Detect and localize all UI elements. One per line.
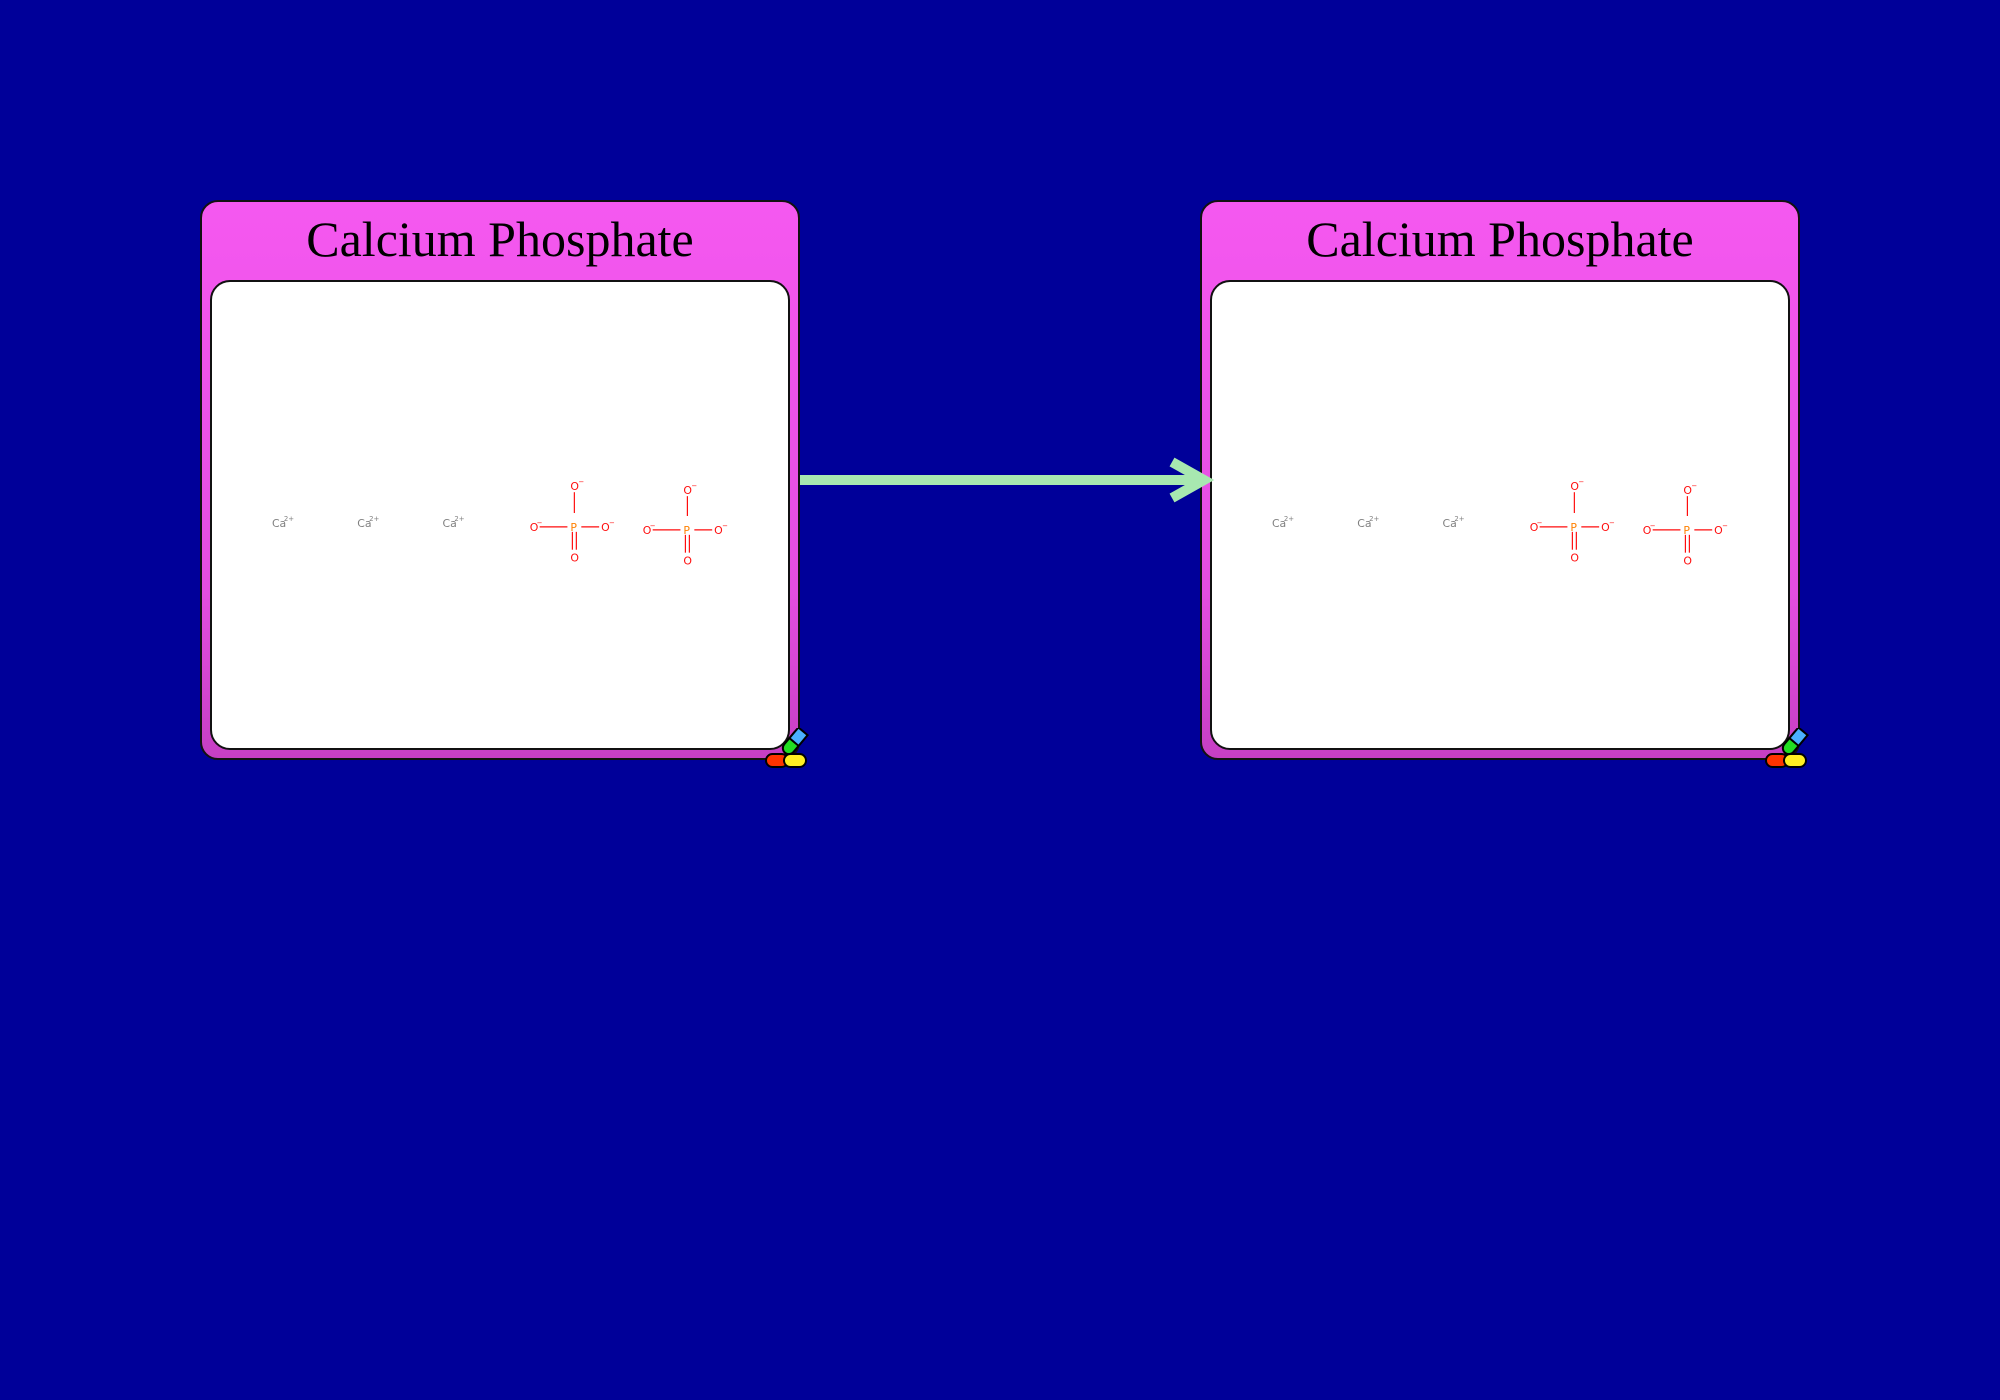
svg-text:O: O (1601, 521, 1610, 534)
svg-text:−: − (1609, 519, 1615, 527)
svg-text:O: O (1683, 555, 1692, 568)
svg-text:P: P (683, 524, 690, 537)
reactant-structure-panel: Ca 2+ Ca 2+ Ca 2+ O − O − (210, 280, 790, 750)
product-structure-panel: Ca 2+ Ca 2+ Ca 2+ O − O − P (1210, 280, 1790, 750)
svg-text:P: P (1683, 524, 1690, 537)
svg-text:Ca: Ca (442, 517, 456, 530)
svg-text:2+: 2+ (1454, 515, 1464, 523)
calcium-ion: Ca 2+ (272, 515, 294, 530)
svg-text:O: O (643, 524, 652, 537)
svg-text:−: − (578, 478, 584, 486)
svg-text:O: O (714, 524, 723, 537)
svg-text:Ca: Ca (1442, 517, 1456, 530)
svg-text:2+: 2+ (1369, 515, 1379, 523)
calcium-ion: Ca 2+ (442, 515, 464, 530)
svg-text:−: − (650, 522, 656, 530)
reactant-title: Calcium Phosphate (306, 211, 694, 267)
phosphate-ion: O − O − P O − O (1643, 482, 1728, 567)
calcium-ion: Ca 2+ (1357, 515, 1379, 530)
svg-text:P: P (570, 521, 577, 534)
svg-text:O: O (601, 521, 610, 534)
svg-text:P: P (1570, 521, 1577, 534)
svg-text:−: − (609, 519, 615, 527)
svg-text:O: O (683, 484, 692, 497)
reactant-card[interactable]: Calcium Phosphate Ca 2+ Ca 2+ Ca 2+ (200, 200, 810, 768)
calcium-ion: Ca 2+ (357, 515, 379, 530)
svg-text:O: O (1643, 524, 1652, 537)
calcium-ion: Ca 2+ (1442, 515, 1464, 530)
svg-text:O: O (683, 555, 692, 568)
phosphate-ion: O − O − P O − O (530, 478, 615, 564)
svg-text:Ca: Ca (272, 517, 286, 530)
svg-text:2+: 2+ (284, 515, 294, 523)
svg-text:−: − (691, 482, 697, 490)
svg-text:−: − (537, 519, 543, 527)
svg-text:O: O (570, 552, 579, 565)
svg-text:O: O (530, 521, 539, 534)
svg-text:Ca: Ca (1272, 517, 1286, 530)
svg-text:O: O (570, 480, 579, 493)
svg-text:−: − (1650, 522, 1656, 530)
svg-text:Ca: Ca (357, 517, 371, 530)
svg-text:O: O (1570, 552, 1579, 565)
svg-text:−: − (1537, 519, 1543, 527)
phosphate-ion: O − O − P O − O (643, 482, 728, 567)
svg-text:Ca: Ca (1357, 517, 1371, 530)
svg-text:−: − (1578, 478, 1584, 486)
product-title: Calcium Phosphate (1306, 211, 1694, 267)
svg-text:2+: 2+ (1284, 515, 1294, 523)
svg-text:−: − (1722, 522, 1728, 530)
pill-capsules-icon[interactable] (764, 728, 812, 774)
product-card[interactable]: Calcium Phosphate Ca 2+ Ca 2+ Ca 2+ O (1200, 200, 1810, 768)
svg-text:O: O (1570, 480, 1579, 493)
calcium-ion: Ca 2+ (1272, 515, 1294, 530)
phosphate-ion: O − O − P O − O (1530, 478, 1615, 564)
svg-text:O: O (1530, 521, 1539, 534)
reactant-structure: Ca 2+ Ca 2+ Ca 2+ O − O − (272, 478, 728, 567)
svg-text:2+: 2+ (454, 515, 464, 523)
svg-text:O: O (1683, 484, 1692, 497)
svg-text:2+: 2+ (369, 515, 379, 523)
pill-capsules-icon[interactable] (1764, 728, 1812, 774)
svg-text:−: − (722, 522, 728, 530)
product-structure: Ca 2+ Ca 2+ Ca 2+ O − O − P (1272, 478, 1728, 567)
svg-text:−: − (1691, 482, 1697, 490)
svg-text:O: O (1714, 524, 1723, 537)
